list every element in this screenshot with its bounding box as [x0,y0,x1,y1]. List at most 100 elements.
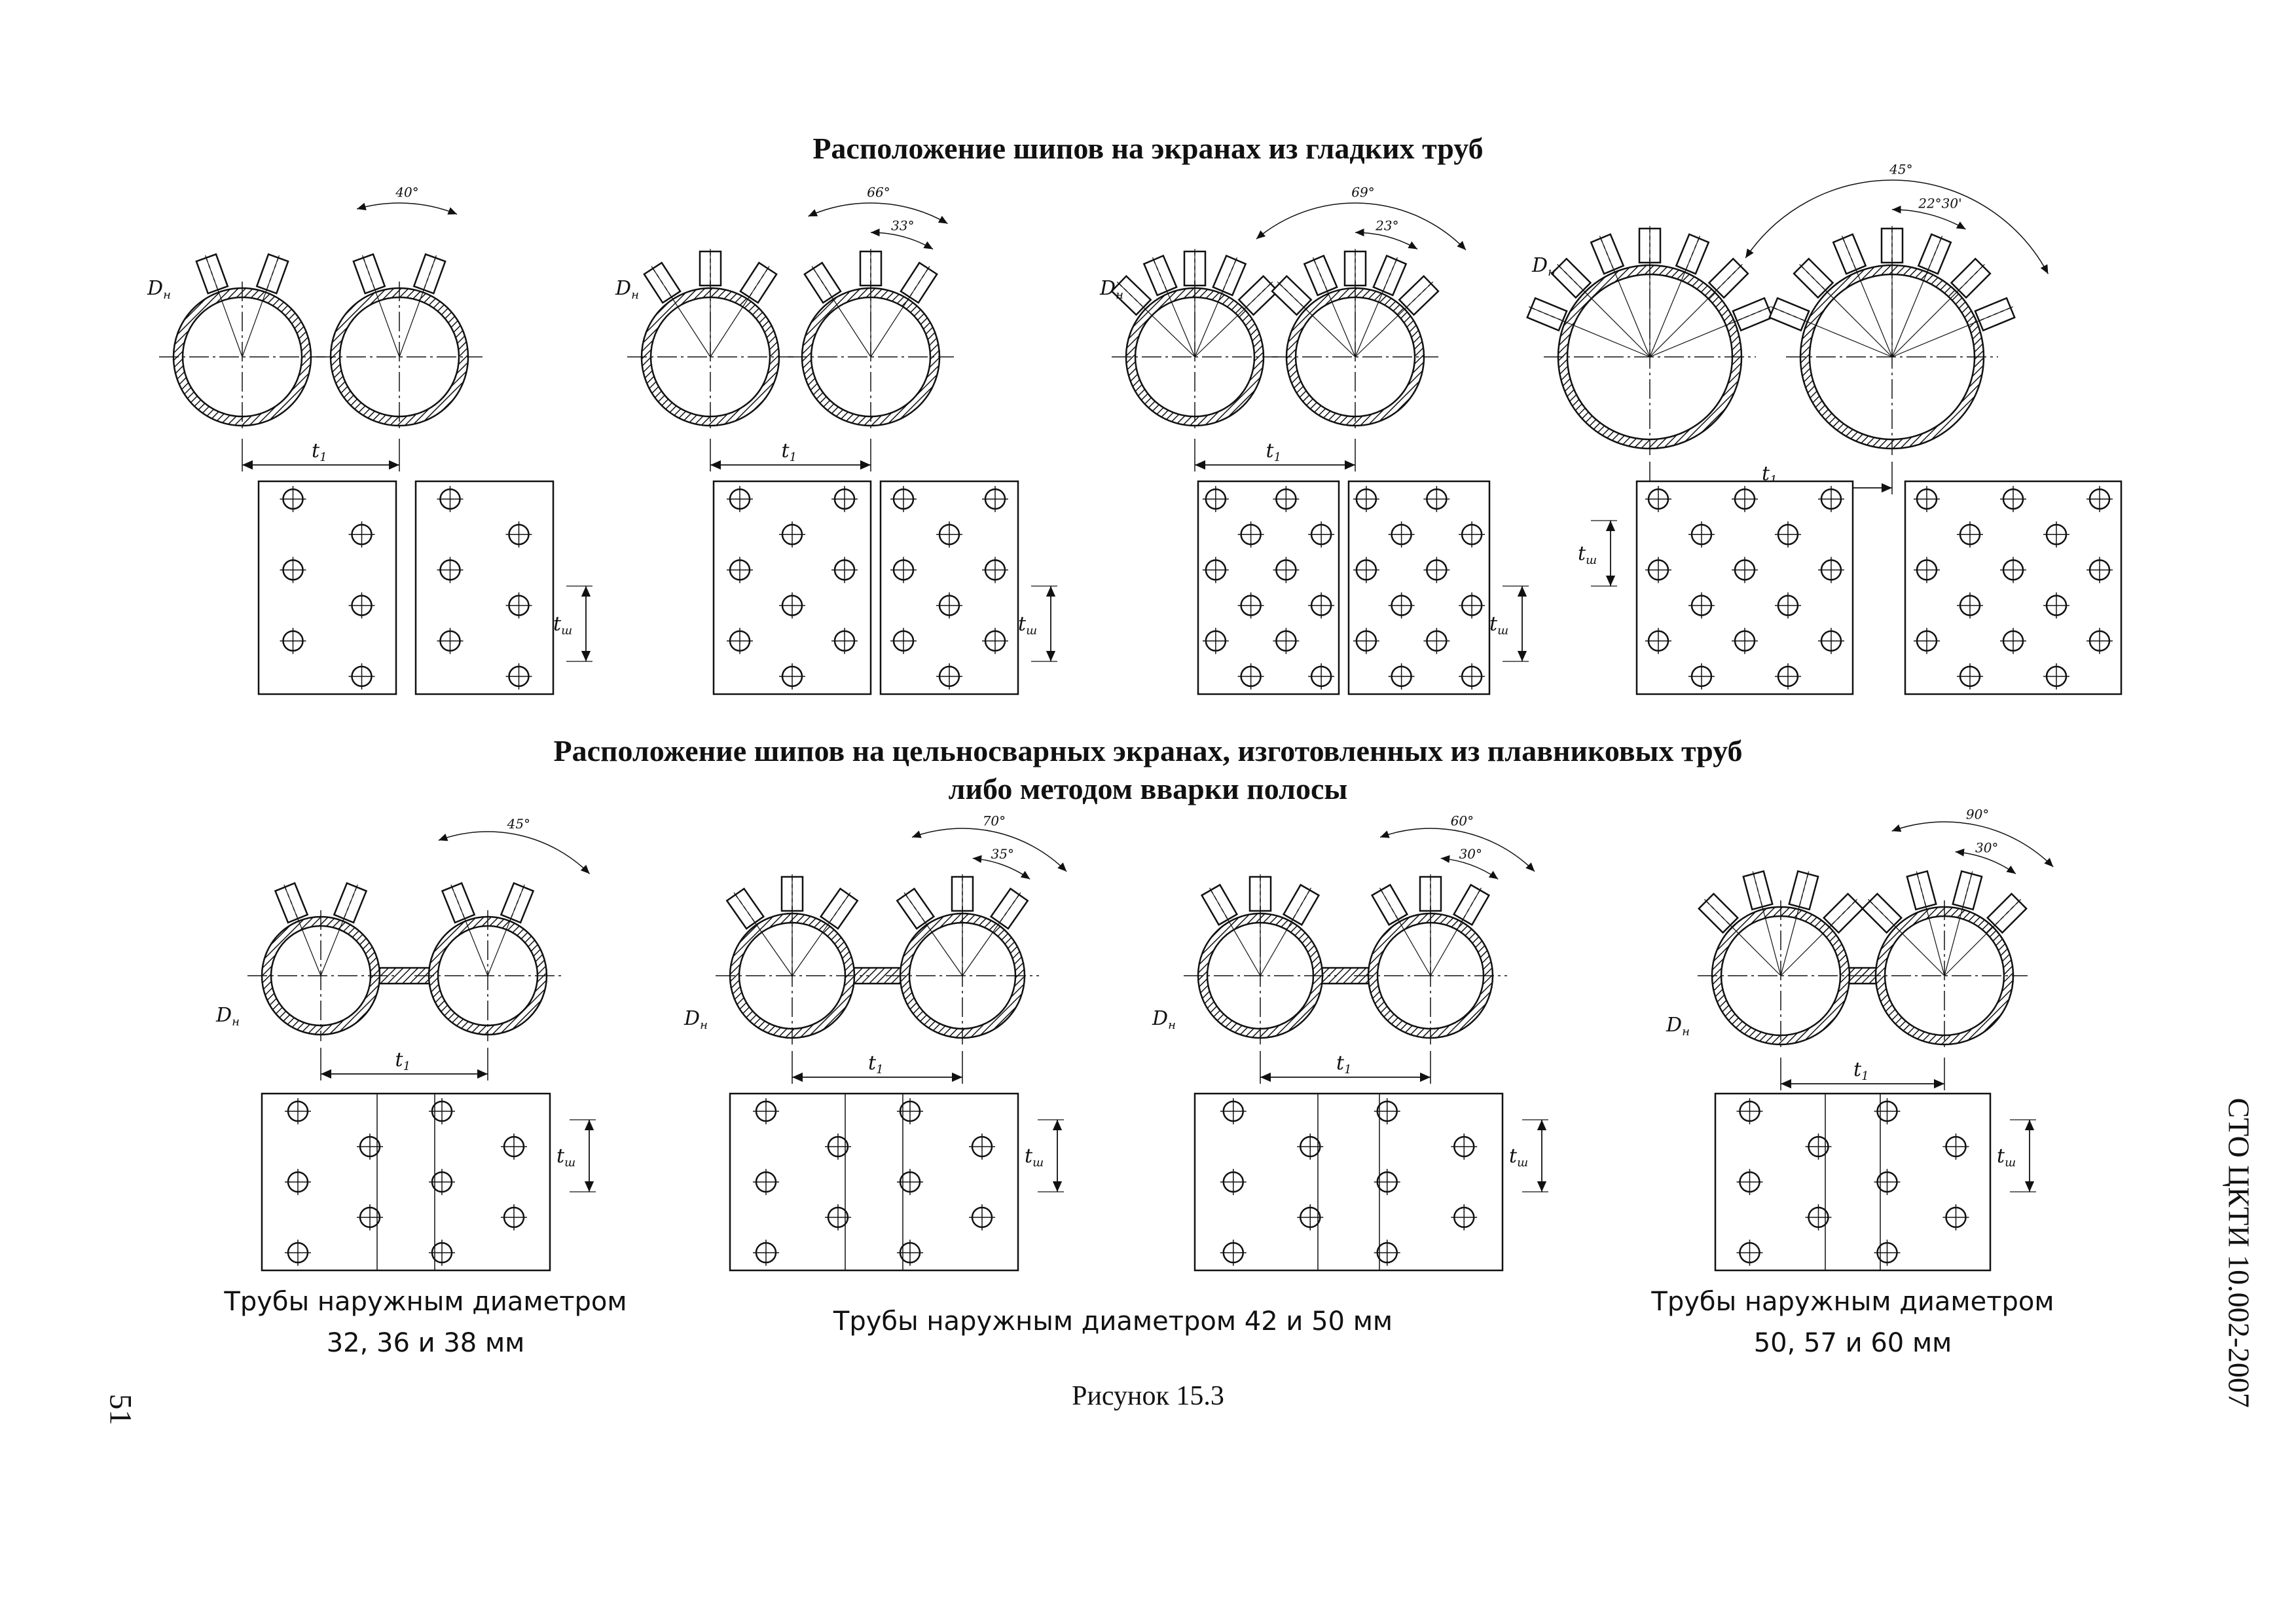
stud-mark [890,557,917,583]
heading-welded-screens-line1: Расположение шипов на цельносварных экра… [553,734,1743,767]
stud-mark [727,486,753,513]
smooth-tube-3-right [1271,249,1440,432]
caption-group3-line1: Трубы наружным диаметром [1651,1287,2054,1317]
stud-mark [1374,1240,1400,1266]
caption-group2: Трубы наружным диаметром 42 и 50 мм [833,1306,1393,1337]
stud-mark [1374,1098,1400,1124]
stud-mark [1353,557,1379,583]
fin-tube-4-right [1861,870,2028,1051]
stud-mark [1818,557,1844,583]
stud-mark [1423,486,1450,513]
angle-top-2-outer-label: 66° [867,184,890,200]
diameter-label-bottom-1: Dн [215,1004,240,1029]
stud-mark [831,627,858,654]
stud-mark [936,663,962,690]
caption-group3-line2: 50, 57 и 60 мм [1753,1328,1952,1358]
stud-mark [969,1134,995,1160]
stud-mark [1353,627,1379,654]
stud-mark [1736,1240,1763,1266]
angle-top-3-inner [1355,229,1418,250]
angle-top-4-inner [1891,206,1966,230]
angle-bottom-1-outer [438,831,591,874]
diameter-label-top-3: Dн [1099,277,1123,302]
stud-mark [727,627,753,654]
caption-group1-line1: Трубы наружным диаметром [224,1287,627,1317]
smooth-tube-2-left [627,249,793,432]
stud-mark [505,521,532,548]
stud-mark [1374,1169,1400,1195]
stud-mark [348,592,375,619]
caption-group1-line2: 32, 36 и 38 мм [326,1328,525,1358]
stud-mark [1451,1134,1478,1160]
stud-mark [1775,592,1801,619]
angle-top-1-outer [357,202,458,215]
stud-mark [825,1204,851,1230]
smooth-tube-1-left [159,253,325,432]
stud-mark [437,627,464,654]
stud-mark [1914,627,1940,654]
smooth-tube-4-right [1768,226,2016,455]
stud-mark [1220,1098,1247,1124]
stud-mark [1805,1204,1832,1230]
stud-mark [2043,663,2069,690]
figure-caption: Рисунок 15.3 [1072,1381,1224,1411]
stud-mark [2043,521,2069,548]
stud-mark [969,1204,995,1230]
stud-mark [1273,627,1300,654]
angle-bottom-2-outer-label: 70° [983,813,1006,828]
diameter-label-top-4: Dн [1531,254,1556,279]
stud-mark [2000,486,2026,513]
stud-mark [1353,486,1379,513]
stud-mark [1423,557,1450,583]
diameter-label-bottom-3: Dн [1152,1007,1176,1032]
diameter-label-bottom-2: Dн [683,1007,708,1032]
stud-mark [982,627,1008,654]
pitch-dimension-top-1-label: t1 [312,439,327,464]
stud-mark [2000,627,2026,654]
stud-mark [505,592,532,619]
pitch-dimension-bottom-1-label: t1 [395,1048,411,1073]
stud-mark [1297,1204,1324,1230]
heading-welded-screens-line2: либо методом вварки полосы [948,772,1348,805]
stud-mark [348,521,375,548]
stud-layout-top-4-right [1904,480,2123,695]
stud-layout-bottom-3 [1194,1092,1504,1272]
stud-mark [280,486,306,513]
stud-layout-top-1-right [414,480,555,695]
stud-mark [1308,521,1335,548]
stud-pitch-bottom-3-label: tш [1509,1145,1528,1170]
stud-mark [1459,521,1485,548]
angle-bottom-2-inner-label: 35° [991,846,1014,862]
stud-mark [1914,557,1940,583]
screen-panel [1635,480,1854,695]
stud-layout-bottom-2 [729,1092,1019,1272]
stud-layout-bottom-4 [1714,1092,1992,1272]
stud-mark [1688,592,1715,619]
stud-mark [1818,627,1844,654]
stud-layout-top-3-right [1347,480,1491,695]
stud-mark [1451,1204,1478,1230]
stud-mark [890,486,917,513]
stud-mark [429,1240,455,1266]
fin-tube-2-left [716,874,869,1044]
angle-bottom-4-inner-label: 30° [1975,840,1998,855]
stud-mark [280,627,306,654]
fin-tube-3-right [1354,874,1507,1044]
fin-tube-2-right [886,874,1039,1044]
diameter-label-top-1: Dн [147,277,171,302]
stud-mark [1874,1169,1901,1195]
fin-tube-1-left [247,882,394,1041]
pitch-dimension-bottom-4-label: t1 [1853,1058,1869,1083]
stud-mark [1459,592,1485,619]
stud-mark [1645,486,1671,513]
stud-mark [897,1240,923,1266]
stud-mark [897,1098,923,1124]
stud-mark [1423,627,1450,654]
stud-mark [2086,486,2113,513]
stud-mark [779,521,805,548]
diameter-label-bottom-4: Dн [1666,1014,1690,1039]
stud-layout-bottom-1 [261,1092,551,1272]
stud-mark [1273,486,1300,513]
stud-mark [2086,557,2113,583]
stud-pitch-top-3-label: tш [1489,613,1508,638]
